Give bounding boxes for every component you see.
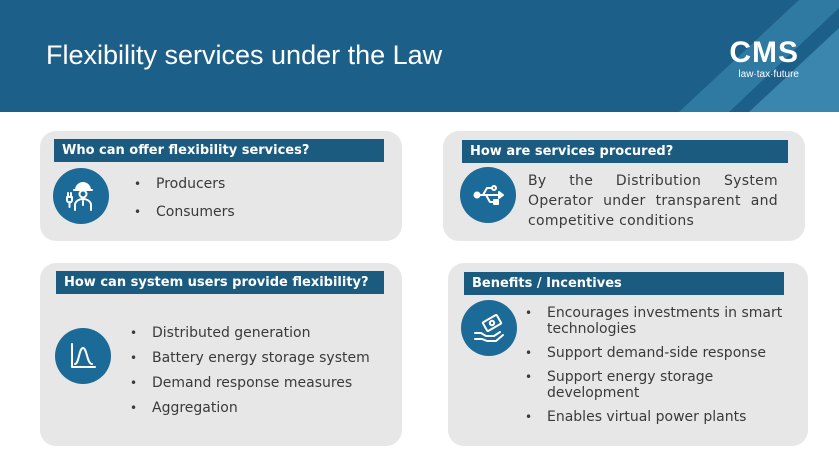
list-item: Demand response measures xyxy=(130,375,392,391)
list-item: Support demand-side response xyxy=(525,345,795,361)
list-item: Support energy storage development xyxy=(525,369,795,401)
procured-text: By the Distribution System Operator unde… xyxy=(528,173,778,229)
list-item: Producers xyxy=(134,176,374,192)
hand-money-icon xyxy=(461,300,517,356)
list-item: Aggregation xyxy=(130,400,392,416)
benefits-list: Encourages investments in smart technolo… xyxy=(525,305,795,425)
logo-tagline: law·tax·future xyxy=(738,69,799,80)
page-title: Flexibility services under the Law xyxy=(46,40,443,70)
card-who-heading: Who can offer flexibility services? xyxy=(54,139,384,162)
logo-mark: CMS xyxy=(729,36,799,69)
list-item: Battery energy storage system xyxy=(130,350,392,366)
usb-network-icon xyxy=(460,167,516,223)
worker-plug-icon xyxy=(53,168,109,224)
card-procured-heading: How are services procured? xyxy=(462,140,788,163)
list-item: Encourages investments in smart technolo… xyxy=(525,305,795,337)
card-benefits-heading: Benefits / Incentives xyxy=(464,272,784,295)
cms-logo: CMS law·tax·future xyxy=(729,38,799,81)
list-item: Consumers xyxy=(134,204,374,220)
header-banner: Flexibility services under the Law CMS l… xyxy=(0,0,839,112)
list-item: Enables virtual power plants xyxy=(525,409,795,425)
list-item: Distributed generation xyxy=(130,325,392,341)
energy-curve-icon xyxy=(55,328,111,384)
who-list: Producers Consumers xyxy=(134,176,374,220)
card-how-heading: How can system users provide flexibility… xyxy=(56,271,384,294)
decorative-stripes xyxy=(679,0,839,112)
how-list: Distributed generation Battery energy st… xyxy=(130,325,392,416)
